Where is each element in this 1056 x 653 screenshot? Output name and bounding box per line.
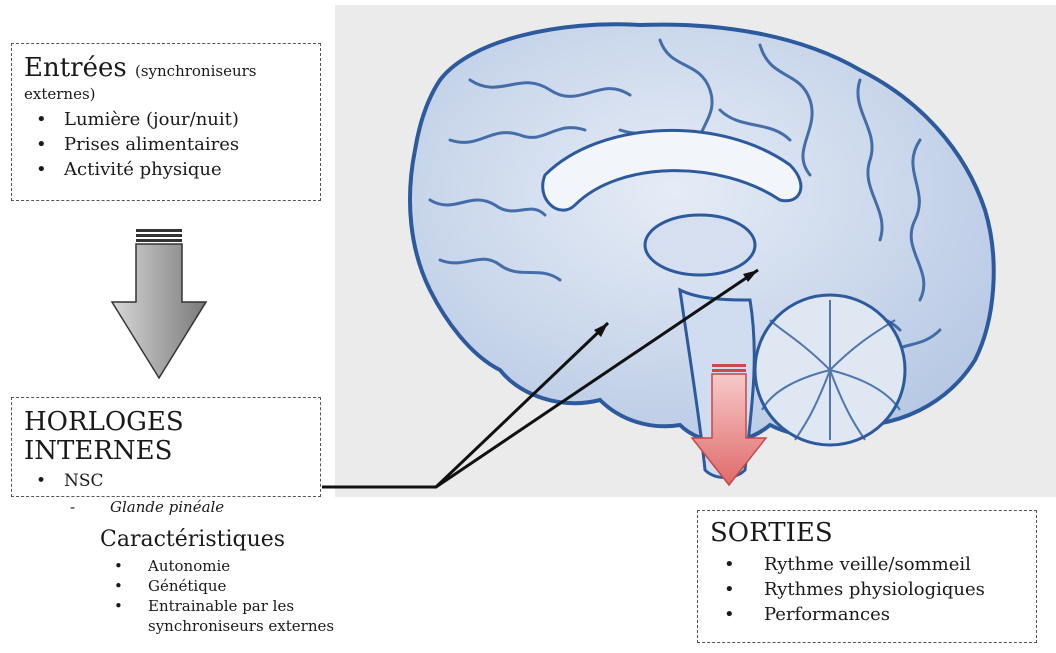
input-down-arrow <box>112 229 206 378</box>
inputs-title-text: Entrées <box>24 53 127 83</box>
inputs-title-suffix-2: externes) <box>24 85 308 103</box>
sub-list-item: - Glande pinéale <box>24 494 308 520</box>
characteristics-section: Caractéristiques • Autonomie • Génétique •… <box>100 527 400 636</box>
brain-cerebellum <box>755 295 905 445</box>
list-item-text: NSC <box>64 471 104 491</box>
bullet-icon: • <box>724 602 735 627</box>
list-item: • NSC <box>24 469 308 494</box>
list-item: • Activité physique <box>24 157 308 182</box>
list-item-text: Prises alimentaires <box>64 134 239 155</box>
bullet-icon: • <box>114 596 123 616</box>
list-item: • Autonomie <box>100 556 400 576</box>
bullet-icon: • <box>36 132 47 157</box>
list-item: • Génétique <box>100 576 400 596</box>
inputs-title: Entrées (synchroniseurs <box>24 54 308 83</box>
list-item-text: synchroniseurs externes <box>148 617 334 635</box>
list-item: • Lumière (jour/nuit) <box>24 107 308 132</box>
inputs-title-suffix: (synchroniseurs <box>135 62 257 80</box>
list-item-text: Lumière (jour/nuit) <box>64 109 239 130</box>
outputs-box: SORTIES • Rythme veille/sommeil • Rythmes … <box>697 510 1037 643</box>
list-item: • Rythmes physiologiques <box>710 577 1024 602</box>
internal-clocks-list: • NSC - Glande pinéale <box>24 469 308 520</box>
bullet-icon: • <box>114 576 123 596</box>
list-item: • Performances <box>710 602 1024 627</box>
list-item: • Prises alimentaires <box>24 132 308 157</box>
inputs-list: • Lumière (jour/nuit) • Prises alimentaire… <box>24 107 308 182</box>
list-item: • Rythme veille/sommeil <box>710 552 1024 577</box>
list-item: • Entrainable par les <box>100 596 400 616</box>
inputs-box: Entrées (synchroniseurs externes) • Lumiè… <box>11 43 321 201</box>
list-item-text: Génétique <box>148 577 226 595</box>
brain-cerebrum <box>410 24 994 477</box>
list-item-text: Rythme veille/sommeil <box>764 554 971 575</box>
characteristics-title: Caractéristiques <box>100 527 400 552</box>
outputs-title: SORTIES <box>710 519 1024 548</box>
bullet-icon: • <box>36 469 46 494</box>
characteristics-list: • Autonomie • Génétique • Entrainable par l… <box>100 556 400 636</box>
dash-icon: - <box>70 494 75 520</box>
list-item-continuation: synchroniseurs externes <box>100 616 400 636</box>
bullet-icon: • <box>36 107 47 132</box>
list-item-text: Performances <box>764 604 890 625</box>
bullet-icon: • <box>724 552 735 577</box>
list-item-text: Activité physique <box>64 159 222 180</box>
list-item-text: Rythmes physiologiques <box>764 579 985 600</box>
list-item-text: Entrainable par les <box>148 597 294 615</box>
outputs-list: • Rythme veille/sommeil • Rythmes physiolo… <box>710 552 1024 627</box>
internal-clocks-title: HORLOGES INTERNES <box>24 408 308 465</box>
bullet-icon: • <box>114 556 123 576</box>
list-item-text: Autonomie <box>148 557 230 575</box>
internal-clocks-box: HORLOGES INTERNES •NSC -Glande pinéale <box>11 397 321 497</box>
bullet-icon: • <box>36 157 47 182</box>
bullet-icon: • <box>724 577 735 602</box>
list-item-text: Glande pinéale <box>110 498 224 516</box>
